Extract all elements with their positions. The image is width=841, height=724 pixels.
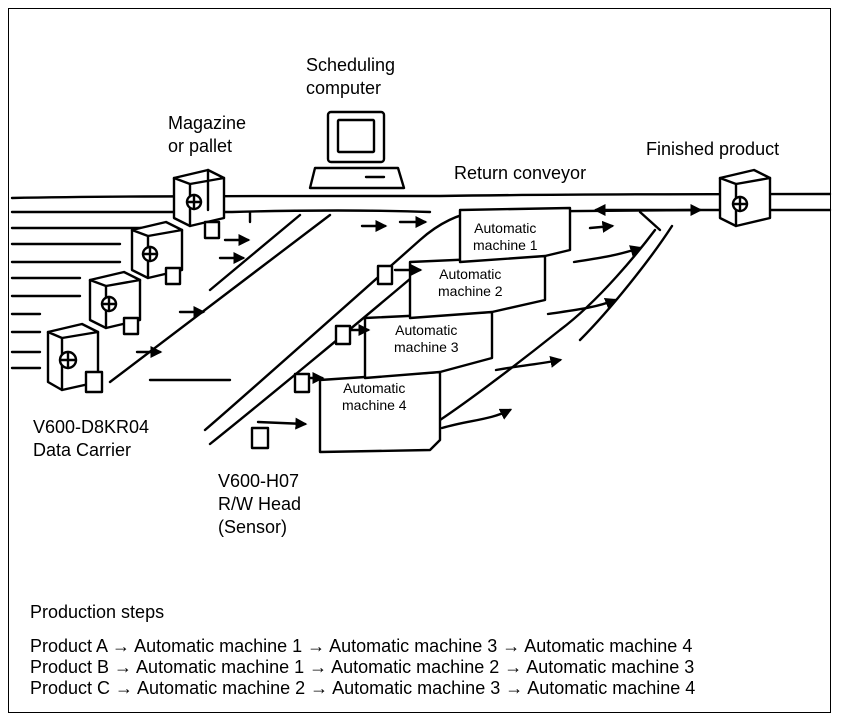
label-finished-product: Finished product <box>646 139 780 159</box>
pallet-icons <box>46 168 772 394</box>
feeder-lanes <box>10 213 332 384</box>
label-magazine-or-pallet: Magazine or pallet <box>168 113 247 156</box>
production-steps-title: Production steps <box>30 602 165 622</box>
production-step-line: Product C → Automatic machine 2 → Automa… <box>30 678 696 698</box>
label-data-carrier: V600-D8KR04 Data Carrier <box>33 417 150 460</box>
machine-flow-arrows <box>135 204 703 430</box>
label-return-conveyor: Return conveyor <box>454 163 587 183</box>
production-steps: Production steps Product A → Automatic m… <box>30 602 695 699</box>
label-rw-head: V600-H07 R/W Head (Sensor) <box>218 471 302 537</box>
rw-head-icons <box>250 264 394 450</box>
machine-boxes <box>318 206 572 454</box>
diagram-frame <box>8 8 831 713</box>
production-step-line: Product B → Automatic machine 1 → Automa… <box>30 657 695 677</box>
production-step-line: Product A → Automatic machine 1 → Automa… <box>30 636 693 656</box>
return-conveyor <box>10 192 832 224</box>
label-scheduling-computer: Scheduling computer <box>306 55 396 98</box>
computer-illustration <box>308 110 406 190</box>
distribution-conveyor <box>203 210 674 446</box>
